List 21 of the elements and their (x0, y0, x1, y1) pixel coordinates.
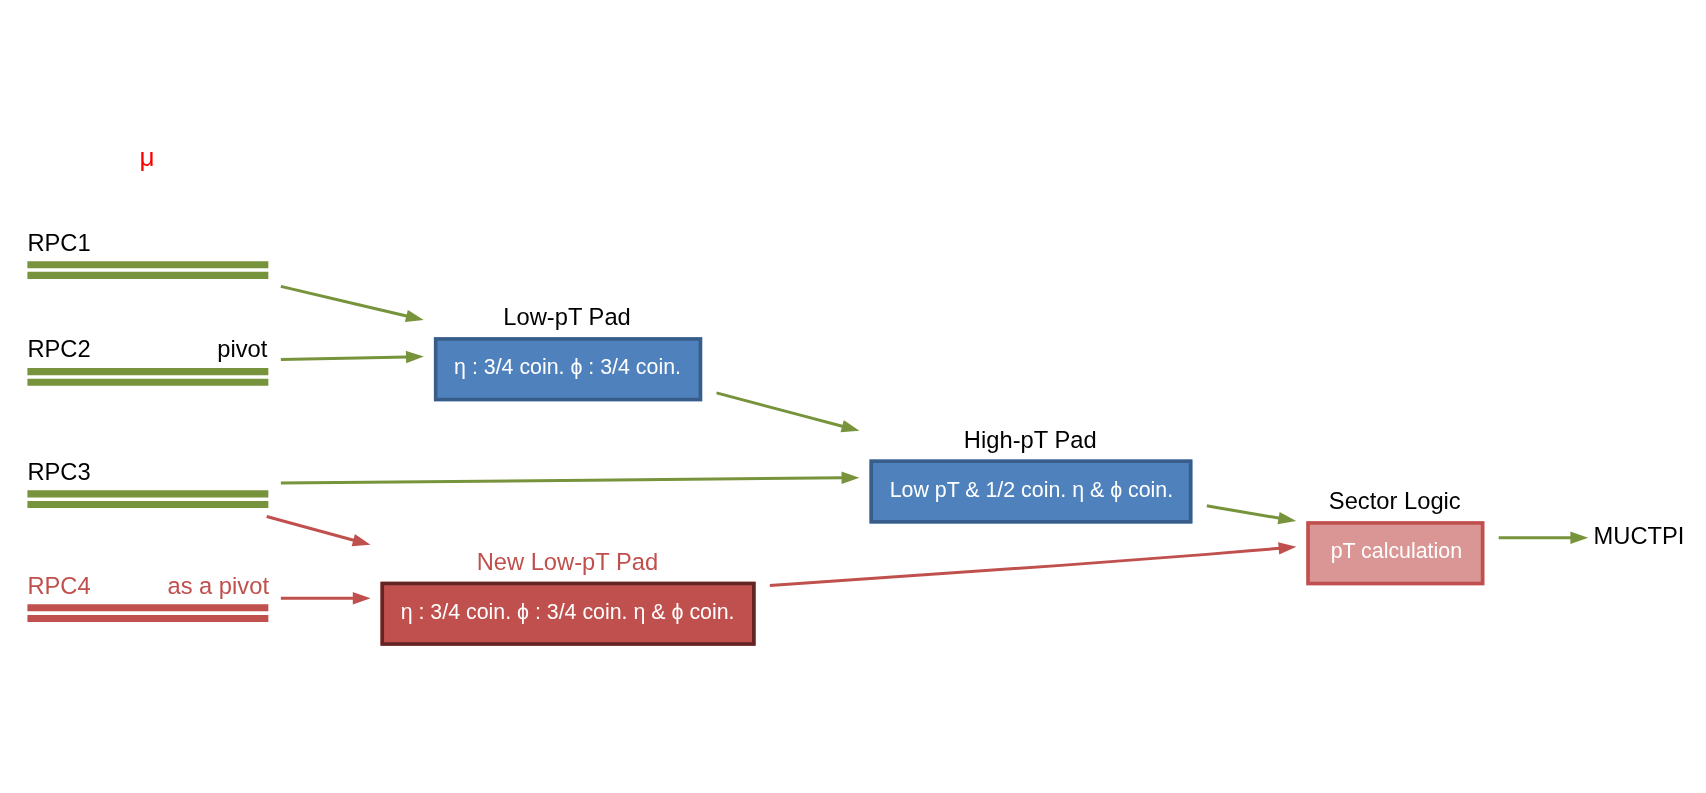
node-label: RPC4 (26, 572, 91, 599)
node-label: pivot (216, 336, 267, 363)
node-label: High-pT Pad (963, 426, 1097, 453)
node-label: as a pivot (166, 572, 269, 599)
arrow (715, 391, 859, 433)
arrow (280, 350, 424, 364)
arrow (1206, 504, 1296, 525)
label: μ (139, 141, 155, 172)
node-text: MUCTPI (1593, 522, 1684, 549)
node-label: RPC3 (26, 458, 91, 485)
arrow (265, 515, 370, 547)
node-label: Low-pT Pad (502, 304, 631, 331)
arrow (1498, 531, 1588, 544)
node-label: New Low-pT Pad (476, 548, 658, 575)
arrow (280, 284, 424, 323)
node-label: Sector Logic (1328, 488, 1461, 515)
arrow (769, 542, 1296, 587)
arrow (280, 592, 371, 605)
arrow (280, 471, 859, 485)
node-label: RPC1 (26, 229, 91, 256)
node-label: RPC2 (26, 336, 91, 363)
